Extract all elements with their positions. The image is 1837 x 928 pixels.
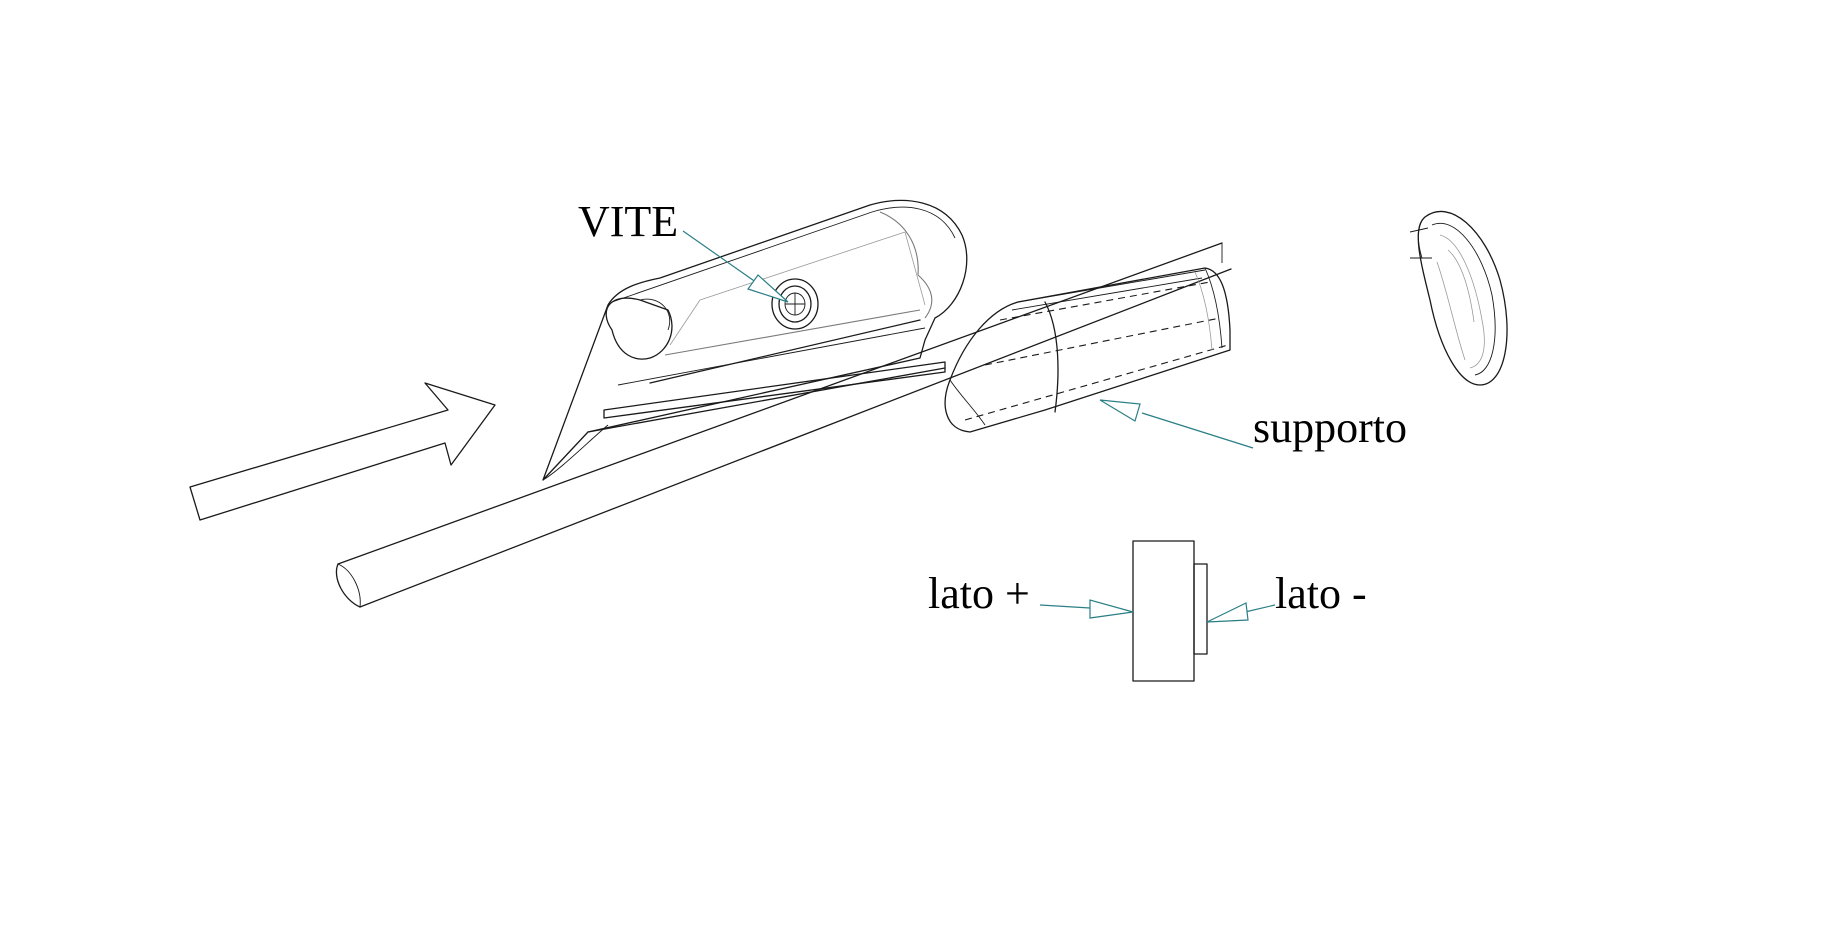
leader-supporto xyxy=(1099,399,1254,449)
screw xyxy=(771,278,819,330)
label-vite: VITE xyxy=(578,197,678,246)
support xyxy=(944,267,1231,433)
end-disc xyxy=(1409,210,1508,386)
label-supporto: supporto xyxy=(1253,403,1407,452)
component-block xyxy=(1132,540,1208,682)
rod xyxy=(335,242,1232,608)
leader-minus-side xyxy=(1206,602,1276,623)
housing xyxy=(542,199,968,481)
label-plus-side: lato + xyxy=(928,569,1030,618)
label-minus-side: lato - xyxy=(1275,569,1367,618)
direction-arrow xyxy=(189,382,496,521)
leader-vite xyxy=(682,230,789,303)
leader-plus-side xyxy=(1039,599,1134,619)
